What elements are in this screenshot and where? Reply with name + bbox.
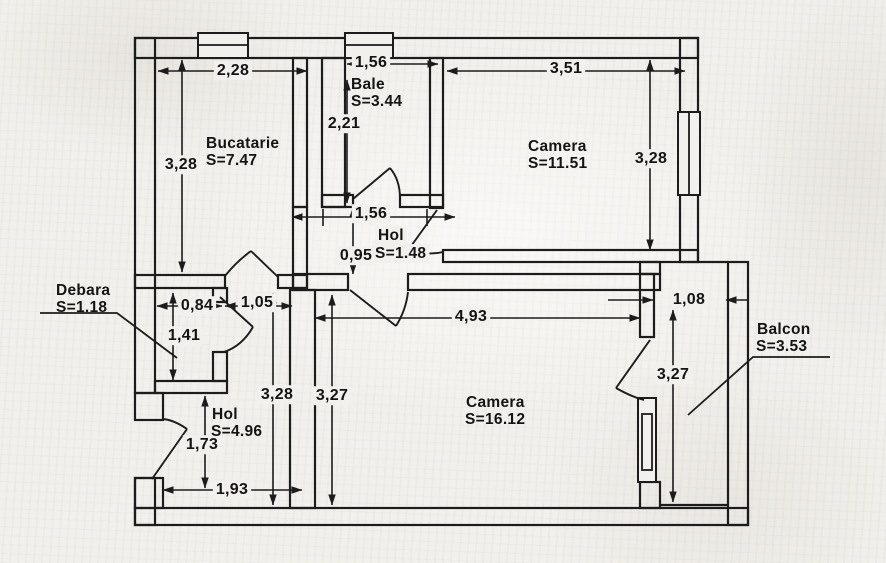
dim-camera1-height: 3,28 xyxy=(635,150,667,167)
balcony-door-panel xyxy=(638,272,656,339)
dim-debara-width: 0,84 xyxy=(181,297,213,314)
leader-debara xyxy=(40,312,178,359)
wall-debara-right-upper xyxy=(211,286,229,304)
room-area-hol2: S=4.96 xyxy=(211,423,262,440)
label-backdrop xyxy=(336,246,376,266)
wall-bale-right xyxy=(428,56,445,210)
label-backdrop xyxy=(212,480,252,500)
wall-debara-right-lower xyxy=(211,350,229,383)
door-balcony-leaf xyxy=(615,339,651,389)
wall-camera2-top-right xyxy=(406,272,662,292)
wall-camera2-right-lower xyxy=(638,480,662,510)
door-debara-leaf xyxy=(219,296,254,328)
label-backdrop xyxy=(237,293,277,313)
dim-camera2-width: 4,93 xyxy=(455,308,487,325)
door-bale-leaf xyxy=(352,167,391,200)
wall-bucatarie-bottom-left xyxy=(133,273,227,290)
dim-camera2-height: 3,27 xyxy=(316,387,348,404)
label-backdrop xyxy=(182,435,222,455)
door-bucatarie-arc xyxy=(224,250,252,277)
label-backdrop xyxy=(653,365,693,385)
label-backdrop xyxy=(213,61,253,81)
dim-hol1-height: 0,95 xyxy=(340,247,372,264)
wall-debara-bottom xyxy=(153,379,229,395)
room-area-bucatarie: S=7.47 xyxy=(206,152,257,169)
wall-camera2-top-left xyxy=(291,272,350,292)
wall-camera2-right-upper xyxy=(638,260,662,276)
wall-camera1-bottom xyxy=(441,248,700,264)
wall-outer-left-lower xyxy=(133,476,157,527)
label-backdrop xyxy=(312,386,352,406)
room-area-balcon: S=3.53 xyxy=(756,338,807,355)
room-area-bale: S=3.44 xyxy=(351,93,402,110)
dim-debara-height: 1,41 xyxy=(168,327,200,344)
room-label-bale: Bale xyxy=(351,76,385,93)
label-backdrop xyxy=(177,296,217,316)
room-label-camera1: Camera xyxy=(528,138,587,155)
room-area-debara: S=1.18 xyxy=(56,299,107,316)
dim-balcon-height: 3,27 xyxy=(657,366,689,383)
label-backdrop xyxy=(161,155,201,175)
window-balcony-inner xyxy=(641,413,653,471)
door-camera2-arc xyxy=(395,291,409,327)
door-bale-arc xyxy=(389,167,401,199)
door-debara-arc xyxy=(223,326,254,353)
entry-jamb-bottom xyxy=(133,476,165,510)
door-balcony-arc xyxy=(615,387,645,401)
dim-bucatarie-height: 3,28 xyxy=(165,156,197,173)
room-label-balcon: Balcon xyxy=(757,321,810,338)
wall-bale-bottom-right xyxy=(398,193,445,209)
label-backdrop xyxy=(324,114,364,134)
room-label-bucatarie: Bucatarie xyxy=(206,135,279,152)
room-area-camera1: S=11.51 xyxy=(528,155,588,172)
dim-camera1-width: 3,51 xyxy=(550,60,582,77)
room-area-hol1: S=1.48 xyxy=(375,245,426,262)
label-backdrop xyxy=(351,53,391,73)
leader-balcon xyxy=(687,356,830,416)
label-backdrop xyxy=(451,307,491,327)
wall-bale-bottom-left xyxy=(320,193,355,209)
label-backdrop xyxy=(669,290,709,310)
entry-jamb-top xyxy=(133,391,165,422)
dim-bucatarie-width: 2,28 xyxy=(217,62,249,79)
dim-hol1-width: 1,56 xyxy=(355,205,387,222)
labels: 2,28 1,56 3,51 3,28 2,21 3,28 1,56 0,95 … xyxy=(56,53,810,500)
door-camera1-leaf xyxy=(408,209,438,250)
room-label-hol2: Hol xyxy=(212,406,238,423)
label-backdrop xyxy=(372,244,430,263)
dim-hol2-height: 3,28 xyxy=(261,386,293,403)
wall-outer-bottom xyxy=(133,506,750,527)
label-backdrop xyxy=(631,149,671,169)
room-label-debara: Debara xyxy=(56,282,110,299)
door-entrance-leaf xyxy=(151,428,188,480)
dim-hol2-width: 1,93 xyxy=(216,481,248,498)
room-area-camera2: S=16.12 xyxy=(465,411,525,428)
door-camera2-leaf xyxy=(349,289,397,327)
door-entrance-arc xyxy=(162,418,188,430)
wall-bucatarie-bottom-right xyxy=(276,273,309,290)
dim-entry-height: 1,73 xyxy=(186,436,218,453)
label-backdrop xyxy=(375,226,407,245)
dim-balcon-width: 1,08 xyxy=(673,291,705,308)
wall-bucatarie-right xyxy=(291,56,309,209)
label-backdrop xyxy=(546,59,586,79)
label-backdrop xyxy=(164,326,204,346)
balcony-railing-right xyxy=(726,260,750,527)
room-label-hol1: Hol xyxy=(378,227,404,244)
dim-bale-height: 2,21 xyxy=(328,115,360,132)
dim-corridor-width: 1,05 xyxy=(241,294,273,311)
label-backdrop xyxy=(257,385,297,405)
label-backdrop xyxy=(351,204,391,224)
dimension-lines xyxy=(40,59,830,506)
room-label-camera2: Camera xyxy=(466,394,525,411)
door-bucatarie-leaf xyxy=(250,250,279,278)
dim-bale-width: 1,56 xyxy=(355,54,387,71)
